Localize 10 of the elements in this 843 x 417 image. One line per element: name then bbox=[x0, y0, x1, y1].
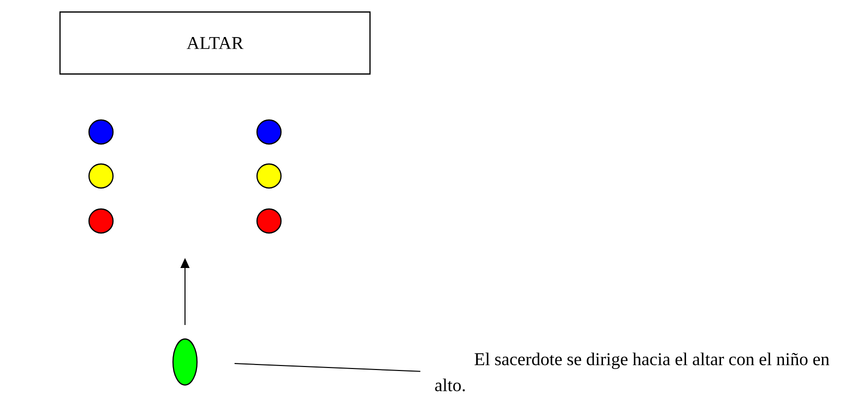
circle-marker bbox=[256, 119, 282, 145]
leader-line bbox=[234, 363, 421, 372]
altar-box: ALTAR bbox=[59, 11, 371, 75]
circle-marker bbox=[88, 119, 114, 145]
circle-marker bbox=[256, 163, 282, 189]
circle-marker bbox=[88, 208, 114, 234]
circle-marker bbox=[256, 208, 282, 234]
circle-marker bbox=[88, 163, 114, 189]
note-text: El sacerdote se dirige hacia el altar con el niño en alto. bbox=[435, 352, 830, 392]
ellipse-marker bbox=[172, 338, 198, 386]
